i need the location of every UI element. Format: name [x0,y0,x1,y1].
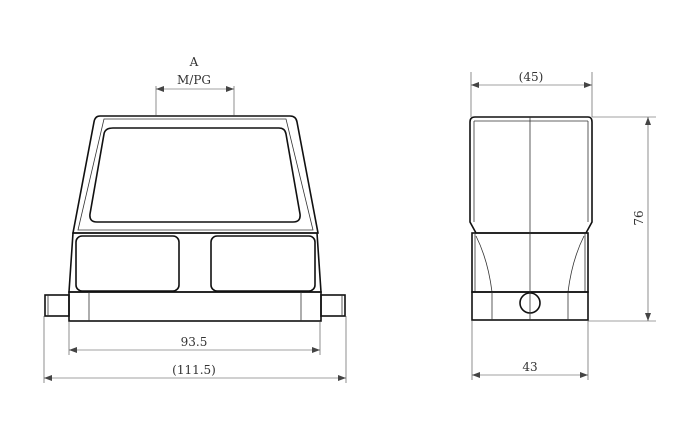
dim-base-depth: 43 [522,360,537,374]
hood-window [89,127,301,223]
base-plate [68,291,322,322]
label-a: A [189,55,199,69]
dim-height: 76 [632,210,646,225]
right-locking-pin [320,294,346,317]
front-view: A M/PG 93.5 (111.5) [43,55,347,383]
dim-top-depth: (45) [519,70,544,84]
lower-housing [68,232,322,293]
hood-outline [72,115,319,234]
dim-overall-width: (111.5) [172,363,216,377]
left-recess [75,235,180,292]
right-recess [210,235,316,292]
left-locking-pin [44,294,70,317]
dim-inner-width: 93.5 [181,335,208,349]
side-view: (45) 76 43 [469,70,656,380]
side-hood [469,116,593,234]
label-thread: M/PG [177,73,211,87]
